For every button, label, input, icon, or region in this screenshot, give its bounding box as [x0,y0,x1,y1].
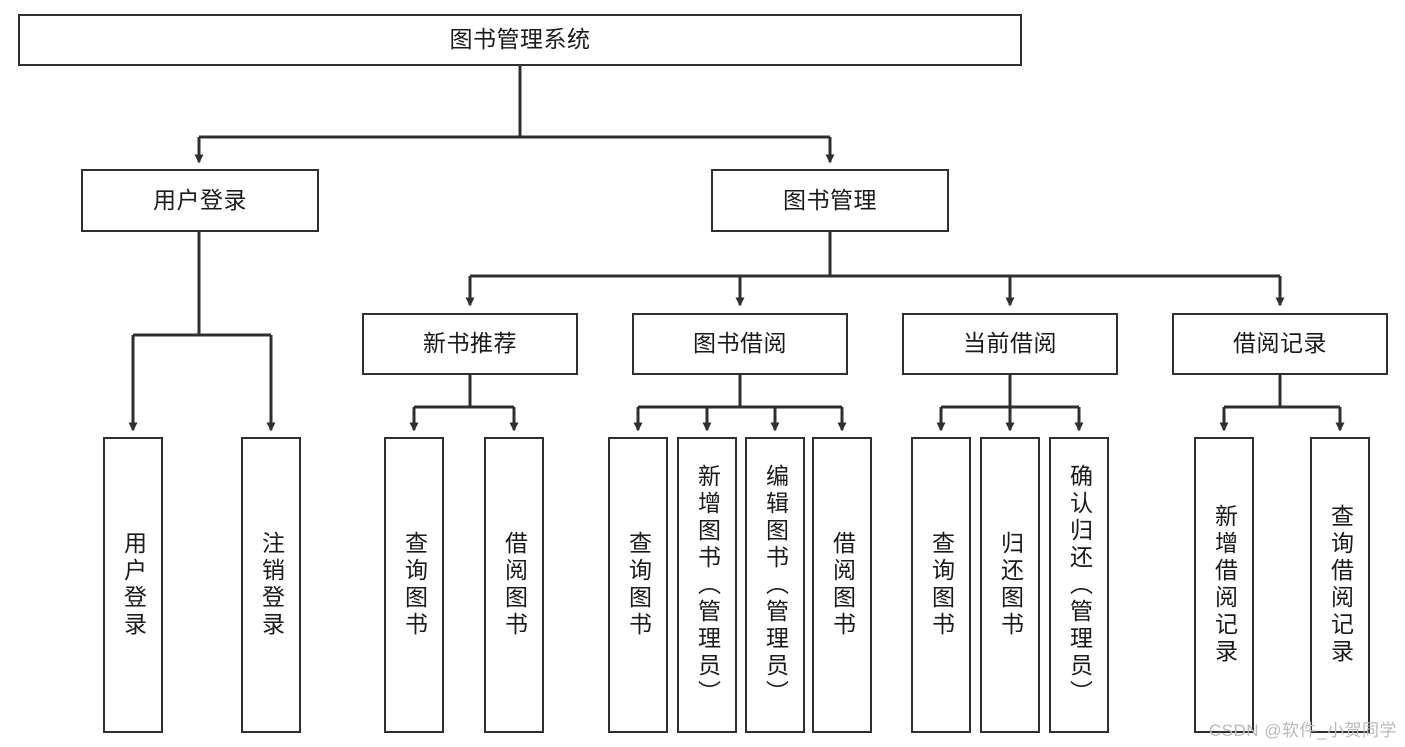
leaf-book-borrow-borrow[interactable]: 借阅图书 [812,437,872,733]
leaf-book-borrow-borrow-label: 借阅图书 [829,531,856,639]
leaf-user-login-login-label: 用户登录 [120,531,147,639]
node-book-management[interactable]: 图书管理 [711,169,949,232]
leaf-book-borrow-query[interactable]: 查询图书 [608,437,668,733]
leaf-current-borrow-return[interactable]: 归还图书 [980,437,1040,733]
leaf-book-borrow-add[interactable]: 新增图书（管理员） [677,437,737,733]
node-root-label: 图书管理系统 [449,26,591,53]
leaf-borrow-record-add[interactable]: 新增借阅记录 [1194,437,1254,733]
node-new-book-recommend[interactable]: 新书推荐 [362,313,578,375]
node-book-borrow-label: 图书借阅 [693,330,787,357]
leaf-current-borrow-query-label: 查询图书 [928,531,955,639]
leaf-book-borrow-edit-label: 编辑图书（管理员） [762,463,789,707]
leaf-borrow-record-query[interactable]: 查询借阅记录 [1310,437,1370,733]
node-user-login-label: 用户登录 [153,186,247,213]
leaf-new-book-borrow-label: 借阅图书 [501,531,528,639]
node-user-login[interactable]: 用户登录 [81,169,319,232]
leaf-book-borrow-edit[interactable]: 编辑图书（管理员） [745,437,805,733]
node-new-book-recommend-label: 新书推荐 [423,330,517,357]
node-borrow-record[interactable]: 借阅记录 [1172,313,1388,375]
leaf-current-borrow-query[interactable]: 查询图书 [911,437,971,733]
leaf-borrow-record-add-label: 新增借阅记录 [1211,504,1238,666]
leaf-new-book-query-label: 查询图书 [401,531,428,639]
leaf-user-login-logout[interactable]: 注销登录 [241,437,301,733]
leaf-new-book-query[interactable]: 查询图书 [384,437,444,733]
leaf-user-login-login[interactable]: 用户登录 [103,437,163,733]
leaf-user-login-logout-label: 注销登录 [258,531,285,639]
leaf-current-borrow-return-label: 归还图书 [997,531,1024,639]
node-current-borrow[interactable]: 当前借阅 [902,313,1118,375]
node-root-book-management-system[interactable]: 图书管理系统 [18,14,1022,66]
leaf-book-borrow-query-label: 查询图书 [625,531,652,639]
leaf-borrow-record-query-label: 查询借阅记录 [1327,504,1354,666]
leaf-current-borrow-confirm-label: 确认归还（管理员） [1066,463,1093,707]
node-book-borrow[interactable]: 图书借阅 [632,313,848,375]
node-borrow-record-label: 借阅记录 [1233,330,1327,357]
leaf-current-borrow-confirm[interactable]: 确认归还（管理员） [1049,437,1109,733]
node-current-borrow-label: 当前借阅 [963,330,1057,357]
node-book-management-label: 图书管理 [783,186,877,213]
leaf-new-book-borrow[interactable]: 借阅图书 [484,437,544,733]
leaf-book-borrow-add-label: 新增图书（管理员） [694,463,721,707]
